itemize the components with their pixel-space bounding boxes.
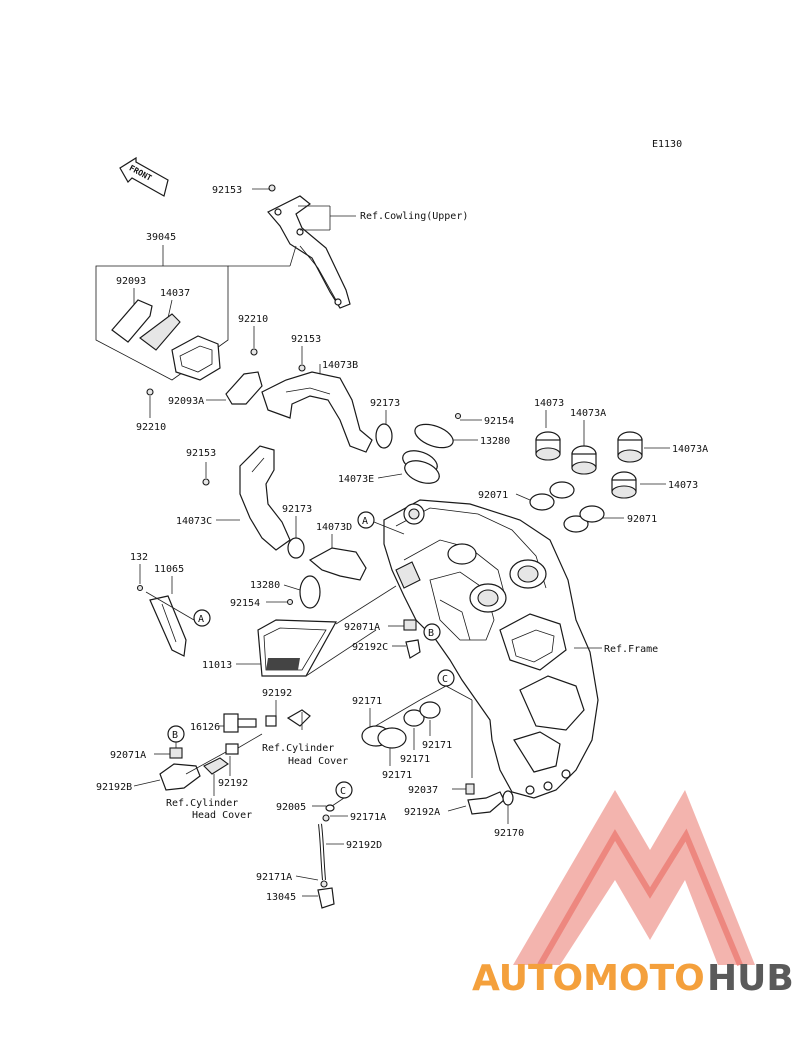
funnel-14073-1 xyxy=(535,431,561,461)
part-label: 92153 xyxy=(186,448,216,459)
callout-b-2: B xyxy=(167,725,185,743)
callout-a-1: A xyxy=(193,609,211,627)
part-label: 11013 xyxy=(202,660,232,671)
part-label: 92171 xyxy=(400,754,430,765)
part-label: 92037 xyxy=(408,785,438,796)
ref-cowling-upper: Ref.Cowling(Upper) xyxy=(360,211,468,222)
part-label: 92005 xyxy=(276,802,306,813)
ref-cyl-head-cover-2-l2: Head Cover xyxy=(192,810,252,821)
part-label: 92154 xyxy=(230,598,260,609)
ref-cyl-head-cover-1-l2: Head Cover xyxy=(288,756,348,767)
hose-92192A xyxy=(467,791,505,815)
part-label: 11065 xyxy=(154,564,184,575)
part-label: 92093 xyxy=(116,276,146,287)
seal-92093A xyxy=(225,371,263,405)
part-label: 14073 xyxy=(534,398,564,409)
air-filter-11013 xyxy=(257,619,338,677)
part-label: 14073D xyxy=(316,522,352,533)
part-label: 92071 xyxy=(478,490,508,501)
part-label: 92171 xyxy=(382,770,412,781)
part-label: 92210 xyxy=(238,314,268,325)
part-label: 92171 xyxy=(352,696,382,707)
part-label: 92192D xyxy=(346,840,382,851)
part-label: 92173 xyxy=(370,398,400,409)
front-arrow-icon: FRONT xyxy=(119,156,169,197)
part-label: 39045 xyxy=(146,232,176,243)
duct-14073C xyxy=(239,445,291,551)
watermark-logo xyxy=(513,790,755,967)
part-label: 92192A xyxy=(404,807,440,818)
part-label: 14073B xyxy=(322,360,358,371)
part-label: 14073A xyxy=(672,444,708,455)
part-label: 14073A xyxy=(570,408,606,419)
part-label: 92071A xyxy=(110,750,146,761)
watermark-text: AUTOMOTO HUB xyxy=(472,958,794,999)
part-label: 14073E xyxy=(338,474,374,485)
ref-frame: Ref.Frame xyxy=(604,644,658,655)
callout-c-1: C xyxy=(437,669,455,687)
duct-14073D xyxy=(308,547,367,581)
part-label: 92071A xyxy=(344,622,380,633)
callout-c-2: C xyxy=(335,781,353,799)
svg-text:A: A xyxy=(198,614,204,625)
airbox-frame xyxy=(383,499,599,799)
svg-text:C: C xyxy=(340,786,346,797)
part-label: 92192 xyxy=(218,778,248,789)
part-label: 92154 xyxy=(484,416,514,427)
part-label: 14037 xyxy=(160,288,190,299)
part-label: 92093A xyxy=(168,396,204,407)
svg-text:A: A xyxy=(362,516,368,527)
part-label: 92210 xyxy=(136,422,166,433)
funnel-14073A-1 xyxy=(571,445,597,475)
part-label: 92173 xyxy=(282,504,312,515)
part-label: 92170 xyxy=(494,828,524,839)
part-label: 132 xyxy=(130,552,148,563)
watermark-brand-part2: HUB xyxy=(707,958,794,999)
part-label: 92171A xyxy=(350,812,386,823)
duct-inlet-box xyxy=(171,335,221,381)
funnel-14073A-2 xyxy=(617,431,643,463)
part-label: 92192 xyxy=(262,688,292,699)
bolt-92153-top xyxy=(268,184,276,192)
part-label: 16126 xyxy=(190,722,220,733)
svg-text:B: B xyxy=(428,628,434,639)
diagram-code: E1130 xyxy=(652,139,682,150)
cowling-stay-bracket xyxy=(267,195,351,309)
watermark-brand-part1: AUTOMOTO xyxy=(472,958,705,999)
svg-text:C: C xyxy=(442,674,448,685)
ref-cyl-head-cover-2-l1: Ref.Cylinder xyxy=(166,798,238,809)
part-label: 14073 xyxy=(668,480,698,491)
seal-92093 xyxy=(111,299,153,343)
part-label: 92071 xyxy=(627,514,657,525)
duct-14073B xyxy=(261,371,373,453)
hose-92192B xyxy=(159,763,201,791)
part-label: 92153 xyxy=(212,185,242,196)
callout-a-2: A xyxy=(357,511,375,529)
part-label: 92153 xyxy=(291,334,321,345)
part-label: 92192B xyxy=(96,782,132,793)
cap-13045 xyxy=(317,887,335,909)
part-label: 13280 xyxy=(250,580,280,591)
pipe-16126 xyxy=(223,713,277,733)
cover-11065 xyxy=(149,595,187,657)
part-label: 13280 xyxy=(480,436,510,447)
connector-14073E xyxy=(402,450,440,484)
part-label: 92171A xyxy=(256,872,292,883)
funnel-14073-2 xyxy=(611,471,637,499)
part-label: 92192C xyxy=(352,642,388,653)
screen-14037 xyxy=(139,313,181,351)
part-label: 14073C xyxy=(176,516,212,527)
svg-text:B: B xyxy=(172,730,178,741)
part-label: 92171 xyxy=(422,740,452,751)
callout-b-1: B xyxy=(423,623,441,641)
part-label: 13045 xyxy=(266,892,296,903)
ref-cyl-head-cover-1-l1: Ref.Cylinder xyxy=(262,743,334,754)
